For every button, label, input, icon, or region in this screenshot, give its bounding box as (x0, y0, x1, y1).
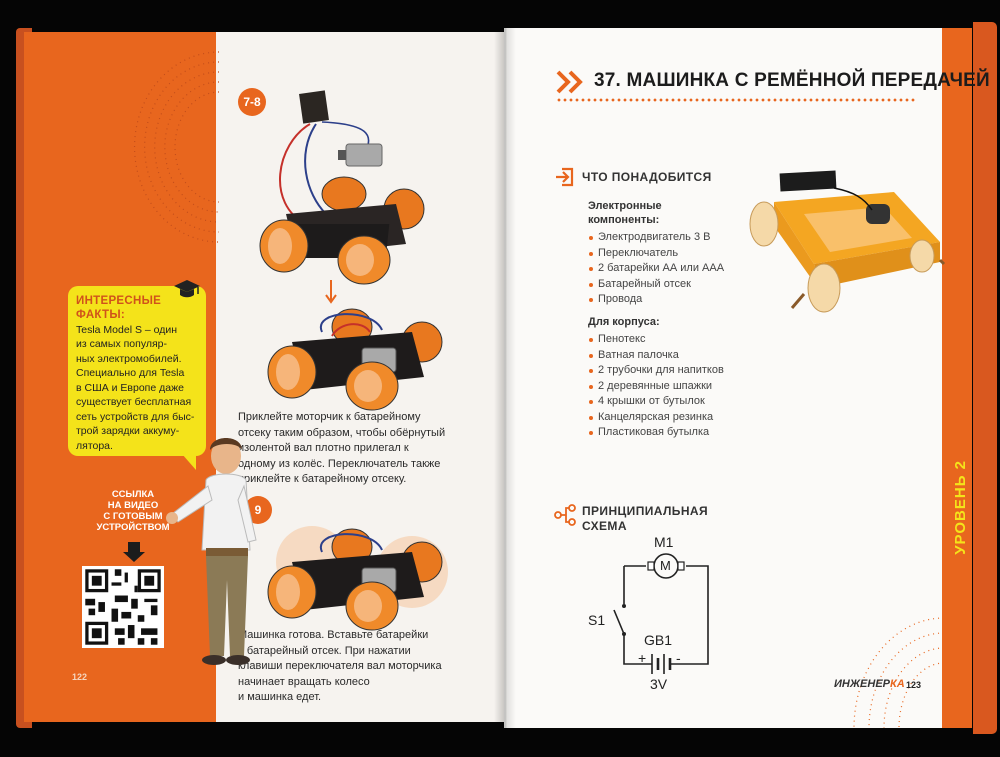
page-number-right: 123 (906, 680, 922, 690)
right-page: УРОВЕНЬ 2 37. МАШИНКА С РЕМЁННОЙ ПЕРЕДАЧ… (504, 28, 990, 729)
presenter-character-illustration (166, 438, 257, 665)
battery-minus: - (676, 650, 681, 666)
interesting-facts-bubble: ИНТЕРЕСНЫЕ ФАКТЫ: Tesla Model S – один и… (68, 286, 206, 470)
circuit-wires (613, 553, 709, 674)
facts-title: ИНТЕРЕСНЫЕ (76, 295, 162, 307)
battery-plus: + (638, 650, 647, 666)
list-item: 2 батарейки АА или ААА (588, 261, 724, 277)
page-number-left: 122 (72, 672, 88, 682)
title-underline-dots (556, 98, 916, 102)
open-book: 7-8 9 (16, 22, 997, 734)
dot-pattern-decoration (134, 51, 220, 243)
brand-logo: ИНЖЕНЕРКА (834, 678, 905, 690)
down-arrow-icon (325, 280, 337, 304)
circuit-nodes-icon (554, 504, 576, 526)
circuit-diagram: M1 M S1 GB1 + - 3V (584, 534, 744, 704)
enter-arrow-icon (556, 167, 574, 187)
qr-code-video-link[interactable] (82, 566, 164, 648)
list-item: Переключатель (588, 246, 724, 262)
electronic-components-heading: Электронные компоненты: (588, 200, 662, 226)
switch-reference: S1 (588, 612, 606, 628)
level-label: УРОВЕНЬ 2 (952, 460, 969, 555)
motor-reference: M1 (654, 534, 674, 550)
car-product-photo (749, 170, 946, 313)
electronic-components-list: Электродвигатель 3 В Переключатель 2 бат… (588, 230, 724, 308)
motor-symbol: M (660, 558, 671, 573)
bubble-tail (182, 454, 196, 470)
brand-text: ИНЖЕНЕР (834, 678, 891, 690)
body-materials-list: Пенотекс Ватная палочка 2 трубочки для н… (588, 332, 724, 441)
car-assembly-illustration-middle (267, 308, 443, 411)
orange-side-band (942, 28, 972, 728)
car-finished-illustration (267, 526, 448, 631)
list-item: 4 крышки от бутылок (588, 394, 724, 410)
list-item: Канцелярская резинка (588, 410, 724, 426)
list-item: Батарейный отсек (588, 277, 724, 293)
video-link-label: ССЫЛКА НА ВИДЕО С ГОТОВЫМ УСТРОЙСТВОМ (96, 489, 170, 533)
dot-arc-decoration (853, 617, 945, 729)
list-item: Ватная палочка (588, 348, 724, 364)
car-assembly-illustration-top (259, 90, 425, 285)
instruction-paragraph-1: Приклейте моторчик к батарейному отсеку … (238, 411, 446, 486)
list-item: Провода (588, 292, 724, 308)
list-item: Электродвигатель 3 В (588, 230, 724, 246)
step-badge-7-8: 7-8 (238, 88, 266, 116)
double-chevron-icon (556, 70, 583, 94)
facts-title-2: ФАКТЫ: (76, 309, 126, 322)
needed-heading: ЧТО ПОНАДОБИТСЯ (582, 170, 712, 184)
schema-heading: ПРИНЦИПИАЛЬНАЯ СХЕМА (582, 504, 708, 533)
cover-edge-right (973, 22, 997, 734)
chevron-down-arrow-icon (123, 542, 145, 562)
book-gutter-shadow (494, 28, 516, 728)
left-page: 7-8 9 (24, 32, 504, 722)
list-item: Пенотекс (588, 332, 724, 348)
instruction-paragraph-2: Машинка готова. Вставьте батарейки в бат… (238, 629, 442, 704)
brand-text-accent: КА (890, 678, 905, 690)
list-item: 2 деревянные шпажки (588, 379, 724, 395)
battery-voltage: 3V (650, 676, 668, 692)
project-title: 37. МАШИНКА С РЕМЁННОЙ ПЕРЕДАЧЕЙ (594, 70, 990, 91)
battery-reference: GB1 (644, 632, 673, 648)
graduation-cap-icon (174, 280, 200, 298)
body-materials-heading: Для корпуса: (588, 316, 660, 328)
list-item: 2 трубочки для напитков (588, 363, 724, 379)
list-item: Пластиковая бутылка (588, 425, 724, 441)
